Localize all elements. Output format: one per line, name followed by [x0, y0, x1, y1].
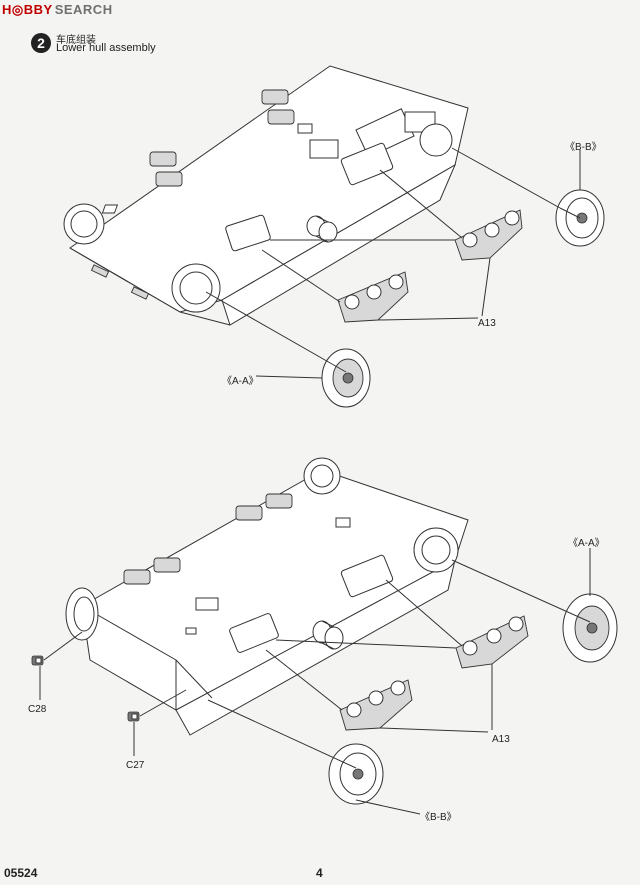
top-front-idler: [63, 203, 105, 245]
bottom-wheel-bb: [328, 743, 384, 805]
step-title-cn: 车底组装: [56, 35, 96, 46]
bottom-bogie-a13-rear: [455, 615, 529, 669]
step-number-badge: 2: [31, 33, 51, 53]
top-bogie-a13-rear: [454, 209, 523, 261]
bottom-part-c27: [127, 711, 140, 722]
top-drive-hub: [171, 263, 221, 313]
top-rear-hub: [419, 123, 453, 157]
watermark-text: SEARCH: [54, 2, 113, 17]
top-bracket-front: [225, 214, 271, 252]
top-hull-side: [221, 163, 457, 326]
watermark-logo: H◎BBY: [2, 2, 53, 17]
top-sprocket-aa: [321, 348, 371, 408]
bottom-sprocket-aa: [562, 593, 618, 663]
top-bracket-rear: [340, 142, 394, 186]
bottom-bracket-rear: [340, 554, 394, 598]
bottom-bracket-front: [229, 613, 279, 653]
callout-top-aa: 《A-A》: [222, 376, 259, 387]
step-title-en: Lower hull assembly: [56, 42, 156, 54]
page-number: 4: [316, 866, 323, 880]
top-hull-illustration: [63, 65, 605, 408]
top-spacer-part: [306, 215, 338, 243]
callout-bottom-a13: A13: [492, 734, 510, 745]
bottom-hull-side: [175, 559, 456, 736]
bottom-hull-front: [81, 605, 177, 711]
bottom-deck-return-rollers: [123, 493, 293, 585]
callout-top-a13: A13: [478, 318, 496, 329]
callout-top-bb: 《B-B》: [565, 142, 602, 153]
bottom-bogie-a13-front: [339, 679, 413, 731]
top-bogie-a13-front: [337, 271, 409, 323]
callout-bottom-bb: 《B-B》: [420, 812, 457, 823]
product-code: 05524: [4, 866, 38, 880]
bottom-spacer-part: [312, 620, 344, 650]
callout-bottom-aa: 《A-A》: [568, 538, 605, 549]
callout-c28: C28: [28, 704, 47, 715]
bottom-rear-sprocket: [303, 457, 341, 495]
bottom-front-idler: [65, 587, 99, 641]
bottom-part-c28: [31, 655, 44, 666]
top-deck-return-rollers: [149, 89, 295, 187]
callout-c27: C27: [126, 760, 145, 771]
bottom-drive-hub: [413, 527, 459, 573]
bottom-hull-illustration: [31, 457, 618, 815]
